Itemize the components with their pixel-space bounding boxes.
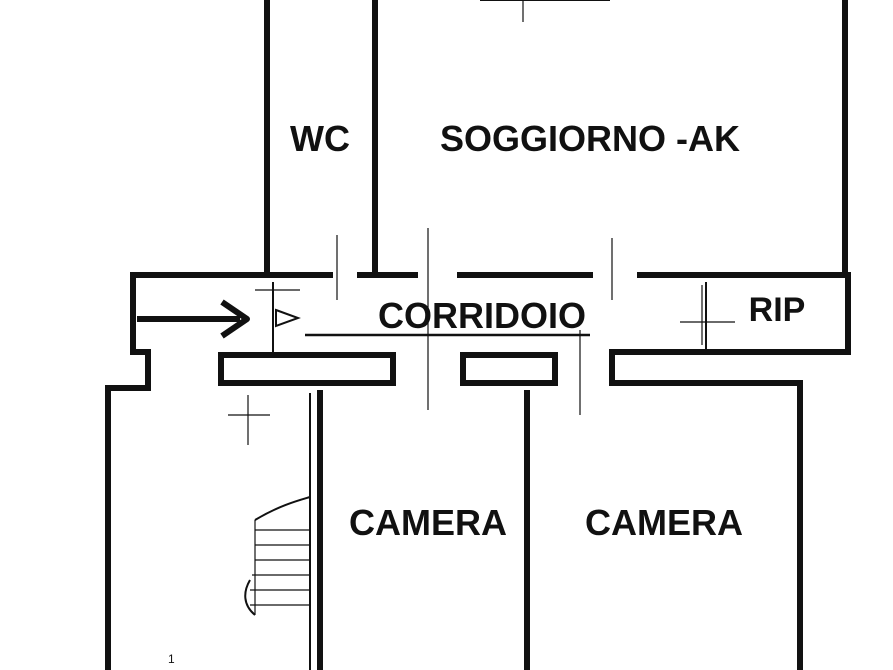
stair-mark: 1 (168, 652, 175, 666)
room-label-camera-right: CAMERA (585, 502, 743, 543)
room-label-corridoio: CORRIDOIO (378, 295, 586, 336)
arrow-right-icon (137, 299, 301, 339)
construction-lines (228, 0, 735, 445)
walls (105, 0, 851, 670)
room-label-camera-left: CAMERA (349, 502, 507, 543)
room-label-soggiorno: SOGGIORNO -AK (440, 118, 740, 159)
staircase (244, 496, 311, 616)
room-label-rip: RIP (749, 291, 806, 329)
room-label-wc: WC (290, 118, 350, 159)
